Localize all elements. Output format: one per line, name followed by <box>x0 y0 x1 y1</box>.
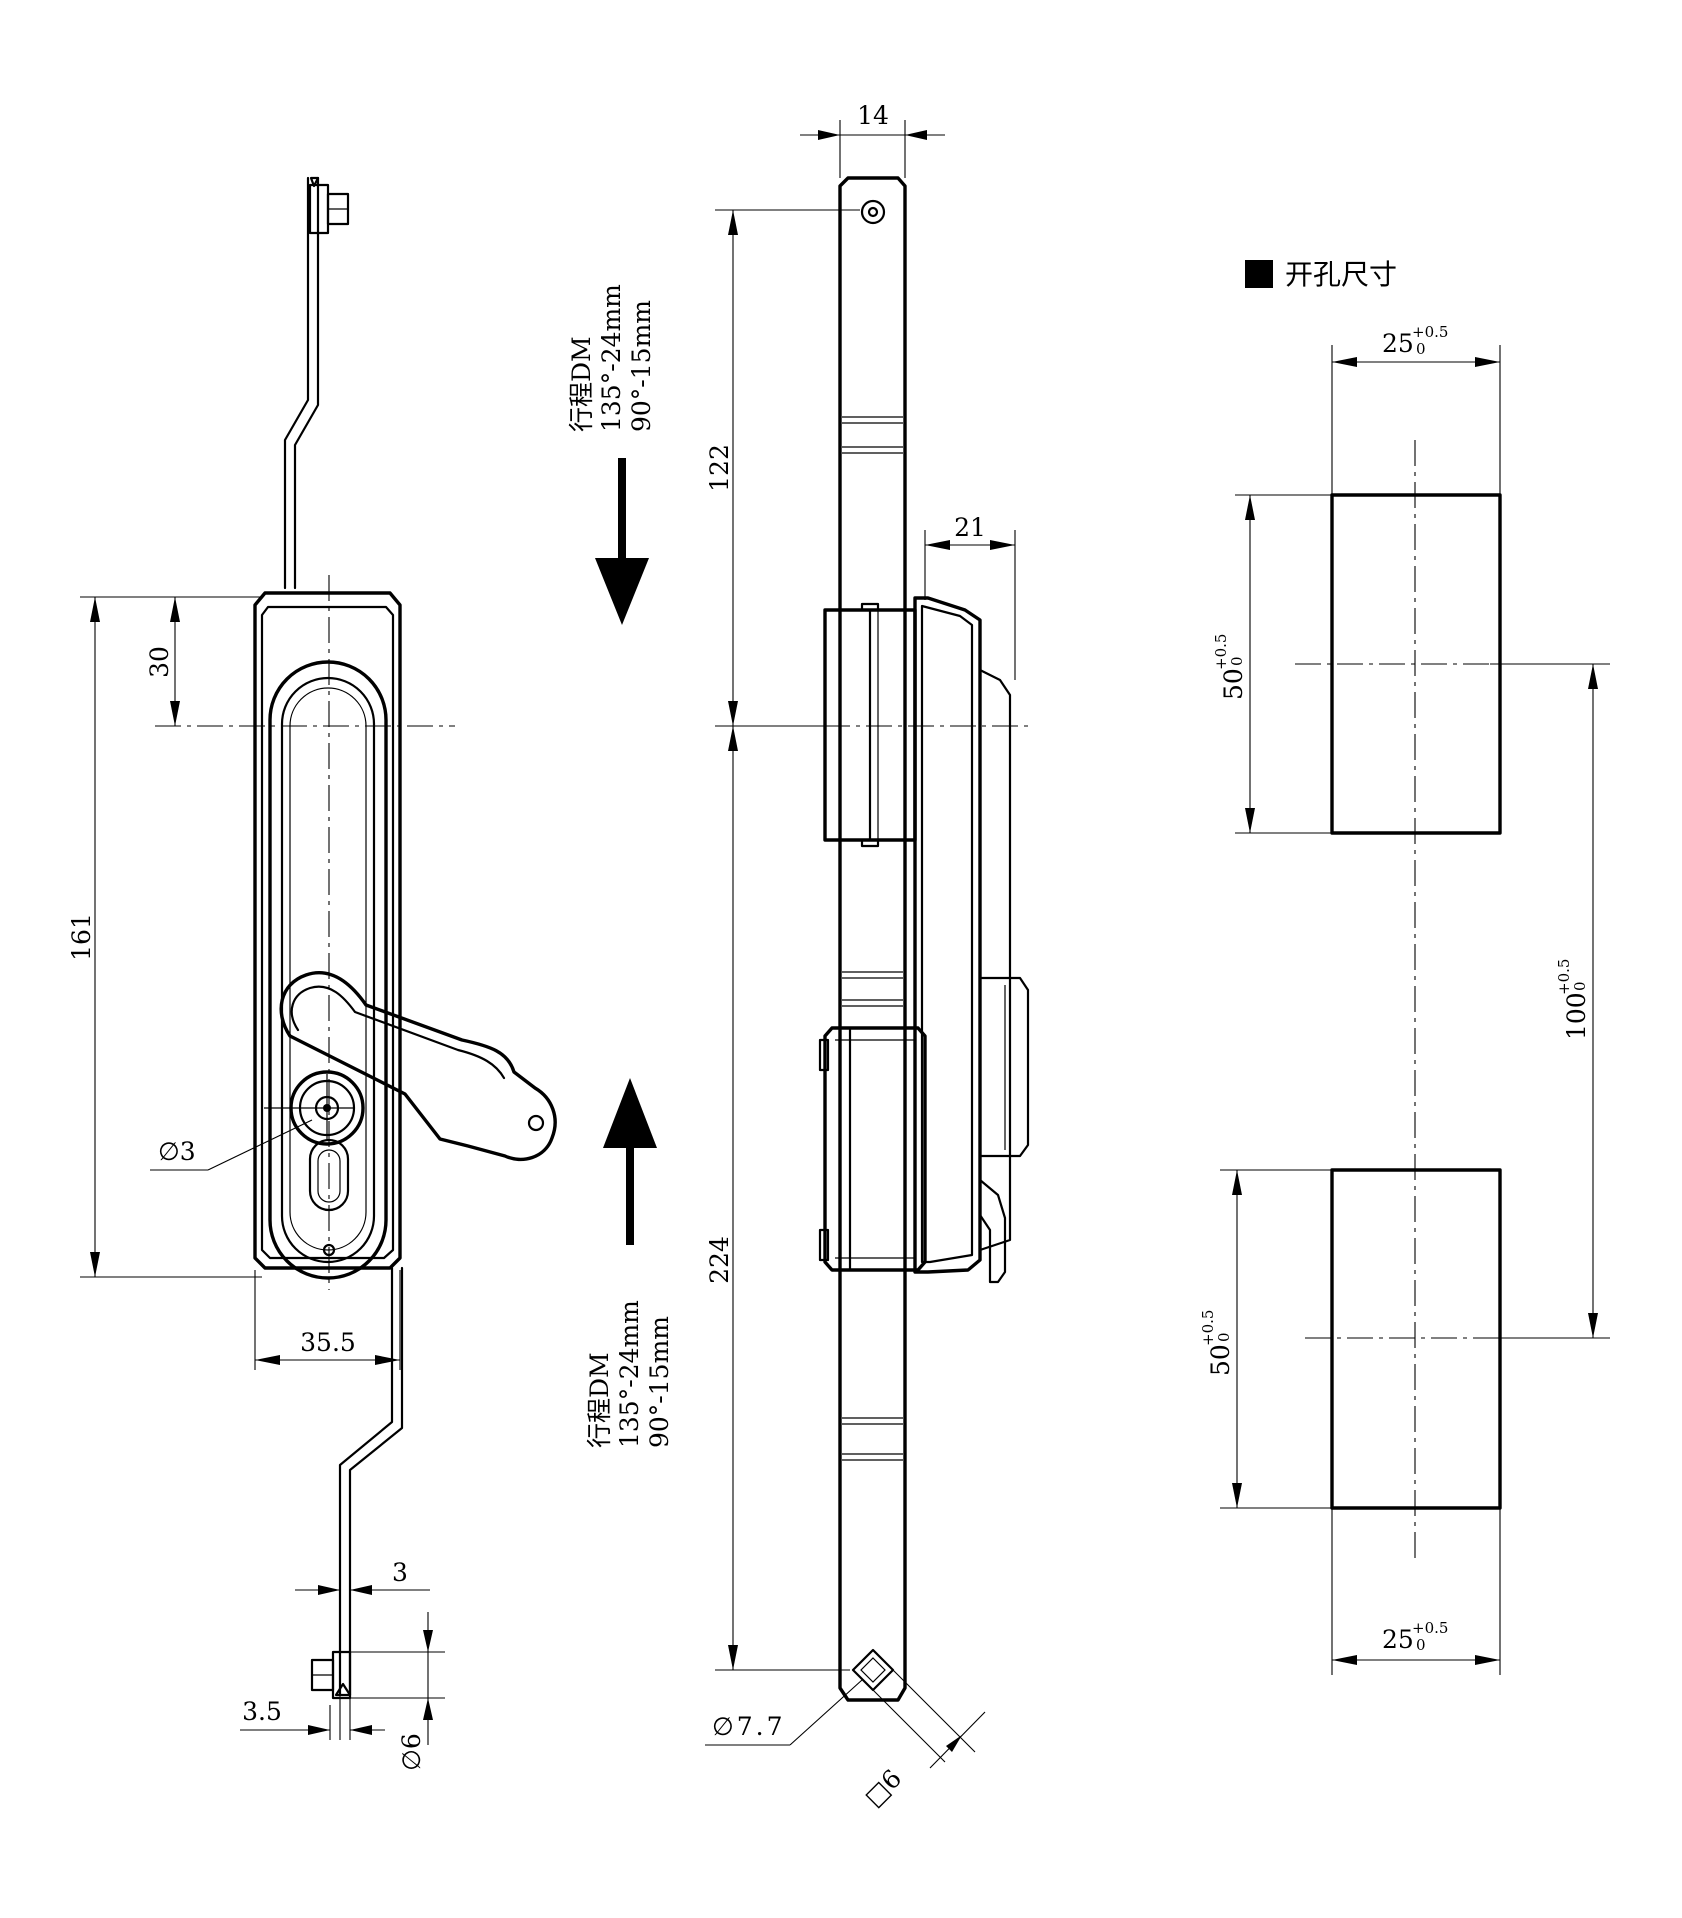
dim-35-5-label: 35.5 <box>300 1328 356 1357</box>
dim-rod-3-5-label: 3.5 <box>242 1697 282 1726</box>
dim-end-hole: ∅7.7 <box>705 1679 863 1746</box>
lower-guide-block <box>818 1026 927 1272</box>
stroke-arrow-up <box>603 1078 657 1245</box>
dim-cutout-bottom-height-label: 50 <box>1206 1344 1235 1376</box>
dim-pin-6: ∅6 <box>350 1612 445 1771</box>
cutout-heading: 开孔尺寸 <box>1285 258 1397 291</box>
handle-housing <box>253 591 402 1280</box>
dim-cutout-bottom-width-upper: +0.5 <box>1412 1619 1448 1637</box>
dim-cutout-spacing-lower: 0 <box>1571 981 1589 991</box>
dim-cutout-top-height-lower: 0 <box>1228 656 1246 666</box>
dim-rod-3-label: 3 <box>392 1558 408 1587</box>
locking-bar <box>838 176 907 1702</box>
dim-21-label: 21 <box>954 513 986 542</box>
dim-hole-3: ∅3 <box>150 1119 313 1171</box>
svg-text:行程DM135°-24mm90°-15mm: 行程DM135°-24mm90°-15mm <box>567 284 656 432</box>
dim-122-label: 122 <box>705 444 734 492</box>
stroke-note-top-line1: 135°-24mm <box>597 284 626 432</box>
dim-35-5: 35.5 <box>254 1270 401 1370</box>
stroke-note-top-title: 行程DM <box>567 336 596 432</box>
stroke-note-top: 行程DM135°-24mm90°-15mm <box>567 284 656 432</box>
dim-224-label: 224 <box>705 1236 734 1284</box>
svg-text:行程DM135°-24mm90°-15mm: 行程DM135°-24mm90°-15mm <box>585 1300 674 1448</box>
dim-cutout-bottom-height-lower: 0 <box>1215 1332 1233 1342</box>
dim-cutout-bottom-height-upper: +0.5 <box>1199 1310 1217 1346</box>
side-view: 14 122 224 21 <box>705 101 1030 1812</box>
dim-rod-3: 3 <box>295 1558 430 1740</box>
front-view: 161 30 35.5 ∅3 <box>67 176 557 1771</box>
dim-cutout-spacing-label: 100 <box>1562 992 1591 1040</box>
dim-122: 122 <box>705 209 860 727</box>
stroke-note-top-line2: 90°-15mm <box>627 300 656 432</box>
dim-square-key: □6 <box>859 1669 986 1812</box>
cutout-panel: 开孔尺寸 25 +0.5 0 25 +0.5 0 <box>1199 258 1610 1675</box>
dim-end-hole-label: ∅7.7 <box>712 1712 786 1741</box>
dim-cutout-top-height-upper: +0.5 <box>1212 634 1230 670</box>
dim-cutout-top-width: 25 +0.5 0 <box>1331 323 1501 495</box>
dim-hole-3-label: ∅3 <box>158 1137 196 1166</box>
dim-cutout-top-height-label: 50 <box>1219 668 1248 700</box>
dim-161-label: 161 <box>67 913 96 961</box>
cutout-heading-marker <box>1245 260 1273 288</box>
stroke-arrow-down <box>595 458 649 625</box>
dim-pin-6-label: ∅6 <box>397 1733 426 1771</box>
dim-cutout-top-height: 50 +0.5 0 <box>1212 494 1332 834</box>
dim-cutout-spacing-upper: +0.5 <box>1555 959 1573 995</box>
dim-cutout-top-width-upper: +0.5 <box>1412 323 1448 341</box>
dim-cutout-top-width-lower: 0 <box>1416 340 1426 358</box>
dim-161: 161 <box>67 596 262 1278</box>
dim-30-label: 30 <box>145 646 174 678</box>
stroke-note-bottom-title: 行程DM <box>585 1352 614 1448</box>
dim-14-label: 14 <box>857 101 889 130</box>
dim-cutout-bottom-width: 25 +0.5 0 <box>1331 1508 1501 1675</box>
dim-cutout-spacing: 100 +0.5 0 <box>1490 663 1610 1339</box>
top-rod <box>283 176 350 590</box>
dim-cutout-top-width-label: 25 <box>1382 329 1414 358</box>
lever-handle <box>264 971 557 1162</box>
dim-rod-3-5: 3.5 <box>240 1697 385 1740</box>
stroke-note-bottom: 行程DM135°-24mm90°-15mm <box>585 1300 674 1448</box>
stroke-note-bottom-line1: 135°-24mm <box>615 1300 644 1448</box>
dim-cutout-bottom-height: 50 +0.5 0 <box>1199 1169 1332 1509</box>
cutout-bottom-rect <box>1330 1168 1502 1510</box>
dim-30: 30 <box>145 597 180 726</box>
dim-14: 14 <box>800 101 945 178</box>
dim-cutout-bottom-width-lower: 0 <box>1416 1636 1426 1654</box>
dim-224: 224 <box>705 726 850 1671</box>
housing-profile <box>913 596 1030 1284</box>
dim-21: 21 <box>924 513 1016 680</box>
stroke-note-bottom-line2: 90°-15mm <box>645 1316 674 1448</box>
dim-cutout-bottom-width-label: 25 <box>1382 1625 1414 1654</box>
dim-square-key-label: □6 <box>859 1764 907 1812</box>
